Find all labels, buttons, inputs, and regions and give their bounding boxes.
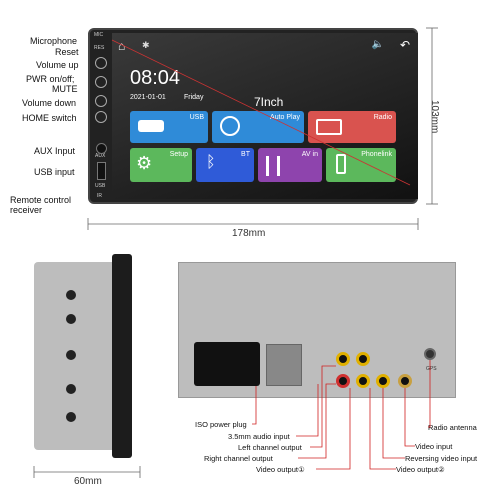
rca-port[interactable] (356, 374, 370, 388)
ir-mark: IR (97, 193, 102, 199)
label-video-output-1: Video output① (256, 465, 305, 474)
button-power[interactable] (95, 76, 107, 88)
label-receiver: receiver (10, 205, 43, 215)
play-icon (220, 116, 240, 136)
screen-size-label: 7Inch (254, 95, 284, 109)
rca-port[interactable] (376, 374, 390, 388)
gps-mark: GPS (426, 366, 437, 372)
side-chassis (34, 262, 120, 450)
volume-icon: 🔈 (371, 39, 384, 50)
mic-mark: MIC (94, 32, 104, 38)
usb-mark: USB (95, 183, 106, 189)
side-faceplate (112, 254, 132, 458)
label-mute: MUTE (52, 84, 78, 94)
label-video-output-2: Video output② (396, 465, 445, 474)
mount-hole (66, 350, 76, 360)
label-volume-down: Volume down (22, 98, 77, 108)
gear-icon: ⚙ (136, 153, 153, 173)
mount-hole (66, 314, 76, 324)
label-left-channel-output: Left channel output (238, 443, 302, 452)
label-microphone: Microphone (30, 36, 78, 46)
home-icon: ⌂ (118, 39, 126, 53)
button-volume-up[interactable] (95, 57, 107, 69)
label-right-channel-output: Right channel output (204, 454, 273, 463)
tile-setup[interactable]: Setup ⚙ (130, 148, 192, 182)
label-radio-antenna: Radio antenna (428, 423, 477, 432)
tile-phonelink[interactable]: Phonelink (326, 148, 396, 182)
day: Friday (184, 94, 204, 101)
radio-icon (316, 119, 342, 135)
mount-hole (66, 290, 76, 300)
label-reversing-video-input: Reversing video input (405, 454, 478, 463)
label-home-switch: HOME switch (22, 113, 77, 123)
tile-usb[interactable]: USB (130, 111, 208, 143)
iso-plug[interactable] (194, 342, 260, 386)
tile-av-in[interactable]: AV in (258, 148, 322, 182)
usb-port[interactable] (97, 162, 106, 180)
label-iso-power-plug: ISO power plug (195, 420, 247, 429)
label-volume-up: Volume up (36, 60, 79, 70)
mount-hole (66, 412, 76, 422)
back-icon: ↶ (399, 38, 410, 52)
aux-mark: AUX (95, 153, 106, 159)
height-dimension: 103mm (429, 100, 440, 134)
button-home[interactable] (95, 111, 107, 123)
rca-port[interactable] (336, 352, 350, 366)
bluetooth-icon: ✱ (142, 40, 150, 50)
aux-port[interactable] (96, 143, 107, 154)
av-cable-icon (266, 156, 280, 176)
date: 2021-01-01 (130, 94, 166, 101)
rca-port[interactable] (356, 352, 370, 366)
rca-port[interactable] (398, 374, 412, 388)
bluetooth-icon: ᛒ (206, 154, 216, 171)
usb-icon (138, 120, 164, 132)
tile-auto-play[interactable]: Auto Play (212, 111, 304, 143)
label-power: PWR on/off; (26, 74, 75, 84)
tile-bt[interactable]: BT ᛒ (196, 148, 254, 182)
label-video-input: Video input (415, 442, 453, 451)
multi-pin-connector (266, 344, 302, 386)
label-reset: Reset (55, 47, 79, 57)
clock: 08:04 (130, 67, 181, 89)
reset-mark: RES (94, 45, 105, 51)
antenna-port[interactable] (424, 348, 436, 360)
button-volume-down[interactable] (95, 95, 107, 107)
phone-icon (336, 154, 346, 174)
label-aux-input: AUX Input (34, 146, 76, 156)
tile-radio[interactable]: Radio (308, 111, 396, 143)
depth-dimension: 60mm (74, 476, 102, 487)
label-usb-input: USB input (34, 167, 75, 177)
label-remote: Remote control (10, 195, 72, 205)
mount-hole (66, 384, 76, 394)
label-35mm-audio-input: 3.5mm audio input (228, 432, 290, 441)
rca-port[interactable] (336, 374, 350, 388)
screen: ⌂ ✱ ↶ 🔈 08:04 2021-01-01 Friday 7Inch US… (112, 33, 418, 199)
width-dimension: 178mm (232, 228, 266, 239)
